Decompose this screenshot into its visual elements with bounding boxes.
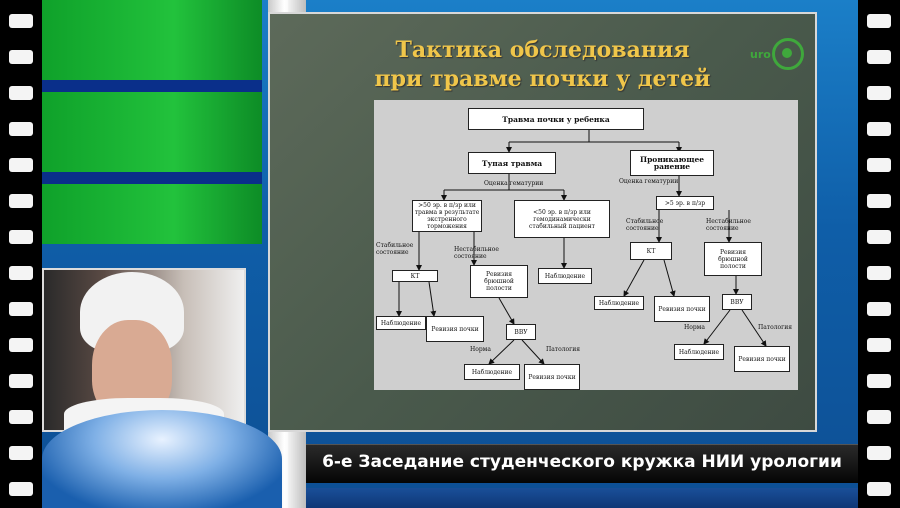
flow-revision-left: Ревизия брюшной полости — [470, 265, 528, 298]
flow-label-stable-right: Стабильное состояние — [626, 218, 664, 232]
film-hole — [9, 14, 33, 28]
flow-label-norm-right: Норма — [684, 324, 705, 331]
flow-obs-left: Наблюдение — [376, 316, 426, 330]
flow-obs-right: Наблюдение — [594, 296, 644, 310]
film-hole — [867, 410, 891, 424]
caption-text: 6-е Заседание студенческого кружка НИИ у… — [322, 452, 842, 472]
uro-logo: uro — [750, 30, 810, 80]
flow-obs-mid: Наблюдение — [538, 268, 592, 284]
flow-penetrating: Проникающее ранение — [630, 150, 714, 176]
flow-label-path-left: Патология — [546, 346, 581, 353]
film-hole — [867, 374, 891, 388]
blue-band — [42, 172, 262, 184]
film-hole — [9, 122, 33, 136]
flow-label-hematuria-left: Оценка гематурии — [484, 180, 544, 187]
green-panel — [42, 92, 262, 172]
flow-ivu-right: ВВУ — [722, 294, 752, 310]
film-hole — [867, 50, 891, 64]
presenter-video — [42, 268, 246, 432]
flow-ivu-left: ВВУ — [506, 324, 536, 340]
logo-text: uro — [750, 48, 771, 61]
logo-pupil-icon — [782, 48, 792, 58]
podium-decoration — [42, 410, 282, 508]
film-hole — [9, 194, 33, 208]
flow-over50: >50 эр. в п/зр или травма в результате э… — [412, 200, 482, 232]
film-hole — [867, 14, 891, 28]
flow-under50: <50 эр. в п/зр или гемодинамически стаби… — [514, 200, 610, 238]
film-hole — [9, 158, 33, 172]
film-hole — [867, 266, 891, 280]
flow-label-unstable-left: Нестабильное состояние — [454, 246, 499, 260]
flow-ct-right: КТ — [630, 242, 672, 260]
slide-title-line1: Тактика обследования — [395, 37, 690, 63]
flow-label-stable-left: Стабильное состояние — [376, 242, 414, 256]
flow-kidney-rev-left: Ревизия почки — [426, 316, 484, 342]
flow-label-hematuria-right: Оценка гематурии — [619, 178, 679, 185]
flow-blunt: Тупая травма — [468, 152, 556, 174]
film-hole — [9, 410, 33, 424]
bottom-strip — [306, 488, 858, 508]
film-hole — [867, 194, 891, 208]
flow-label-norm-left: Норма — [470, 346, 491, 353]
flow-kidney-rev-right-2: Ревизия почки — [734, 346, 790, 372]
flow-kidney-rev-right: Ревизия почки — [654, 296, 710, 322]
film-hole — [9, 302, 33, 316]
film-hole — [9, 86, 33, 100]
film-hole — [867, 122, 891, 136]
green-panel — [42, 184, 262, 244]
green-panel — [42, 0, 262, 80]
film-hole — [867, 86, 891, 100]
flowchart: Травма почки у ребенка Тупая травма Прон… — [374, 100, 798, 390]
film-hole — [867, 158, 891, 172]
presentation-slide: Тактика обследования при травме почки у … — [268, 12, 817, 432]
film-hole — [9, 230, 33, 244]
film-hole — [867, 446, 891, 460]
flow-over5: >5 эр. в п/зр — [656, 196, 714, 210]
flow-label-path-right: Патология — [758, 324, 793, 331]
film-hole — [867, 482, 891, 496]
slide-title: Тактика обследования при травме почки у … — [270, 36, 815, 94]
flow-ct-left: КТ — [392, 270, 438, 282]
flowchart-connectors — [396, 130, 767, 365]
logo-eye-icon — [772, 38, 804, 70]
flow-root: Травма почки у ребенка — [468, 108, 644, 130]
film-hole — [9, 482, 33, 496]
flow-obs-left-2: Наблюдение — [464, 364, 520, 380]
film-hole — [9, 266, 33, 280]
film-strip-left — [0, 0, 42, 508]
film-hole — [867, 230, 891, 244]
film-hole — [9, 50, 33, 64]
film-hole — [9, 338, 33, 352]
film-hole — [9, 446, 33, 460]
flow-revision-right: Ревизия брюшной полости — [704, 242, 762, 276]
film-hole — [9, 374, 33, 388]
blue-band — [42, 80, 262, 92]
slide-title-line2: при травме почки у детей — [374, 66, 711, 92]
flow-label-unstable-right: Нестабильное состояние — [706, 218, 751, 232]
film-hole — [867, 338, 891, 352]
flow-obs-right-2: Наблюдение — [674, 344, 724, 360]
film-hole — [867, 302, 891, 316]
flow-kidney-rev-left-2: Ревизия почки — [524, 364, 580, 390]
film-strip-right — [858, 0, 900, 508]
caption-bar: 6-е Заседание студенческого кружка НИИ у… — [306, 444, 858, 483]
